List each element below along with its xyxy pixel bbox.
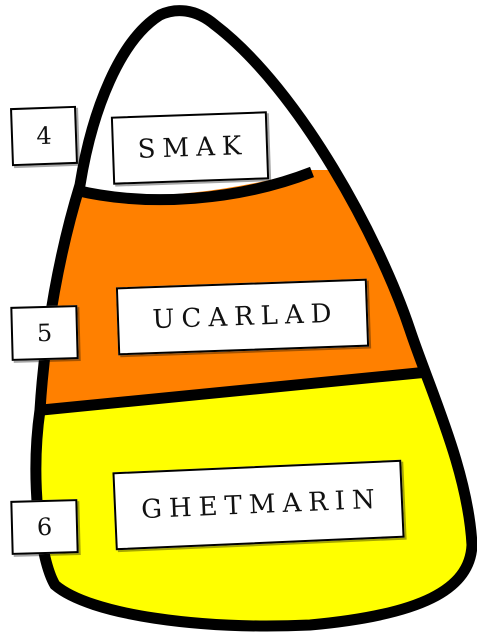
clue-number-5: 5 bbox=[10, 305, 78, 361]
clue-number-6: 6 bbox=[10, 499, 78, 555]
scrambled-word-4: SMAK bbox=[111, 111, 269, 184]
scrambled-word-5: UCARLAD bbox=[116, 279, 369, 356]
clue-number-4: 4 bbox=[10, 106, 78, 166]
scrambled-word-6: GHETMARIN bbox=[112, 460, 404, 551]
